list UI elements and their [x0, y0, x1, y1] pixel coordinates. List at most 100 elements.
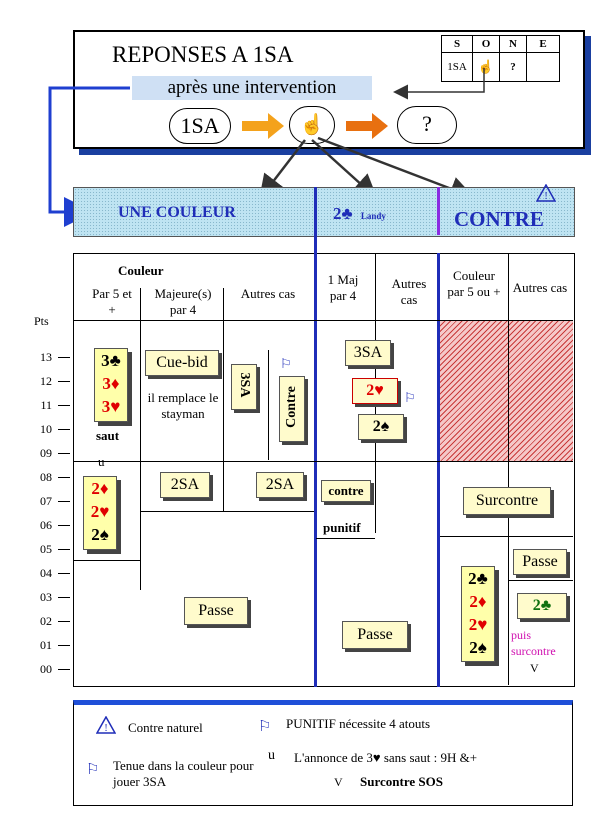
bid-3sa: 3SA — [345, 340, 391, 366]
axis-tick — [58, 501, 70, 502]
grid-line — [73, 461, 573, 462]
header-couleur5: Couleur par 5 ou + — [447, 268, 501, 299]
bid-3sa-vertical-text: 3SA — [237, 372, 252, 398]
legend-sos: Surcontre SOS — [360, 774, 443, 789]
tick-label: 07 — [40, 494, 52, 508]
connector-arrows — [48, 68, 485, 227]
bid-2c-stack: 2♣ — [468, 569, 488, 588]
bid-2s: 2♠ — [91, 525, 109, 544]
grid-line — [140, 511, 314, 512]
legend-tenue: Tenue dans la couleur pour jouer 3SA — [113, 758, 254, 789]
seq-intervention: ☝ — [289, 106, 335, 144]
grid-line — [268, 350, 269, 460]
bid-passe-mid: Passe — [342, 621, 408, 649]
divider-blue — [314, 187, 317, 687]
bid-2d-stack: 2♦ — [469, 592, 487, 611]
bid-2h: 2♥ — [90, 502, 110, 521]
header-autres2: Autres cas — [391, 276, 427, 307]
u-mark: u — [98, 454, 105, 469]
bid-2d: 2♦ — [91, 479, 109, 498]
axis-tick — [58, 669, 70, 670]
axis-tick — [58, 621, 70, 622]
header-1maj: 1 Maj par 4 — [327, 272, 359, 303]
category-une-couleur: UNE COULEUR — [118, 204, 236, 221]
sone-cell-s: 1SA — [441, 52, 473, 82]
bid-2sa-autres: 2SA — [256, 472, 304, 498]
cuebid-note: il remplace le stayman — [147, 390, 219, 421]
grid-line — [508, 253, 509, 685]
bid-passe-main: Passe — [184, 597, 248, 625]
bid-stack-right: 2♣ 2♦ 2♥ 2♠ — [461, 566, 495, 662]
seq-1sa: 1SA — [169, 108, 231, 144]
bid-2sa-majeure: 2SA — [160, 472, 210, 498]
bid-contre-vertical: Contre — [279, 376, 305, 442]
header-autres3: Autres cas — [512, 280, 568, 295]
hatched-region — [440, 321, 573, 461]
grid-line — [140, 288, 141, 590]
grid-line — [73, 560, 140, 561]
axis-tick — [58, 381, 70, 382]
axis-tick — [58, 477, 70, 478]
divider-blue — [437, 253, 440, 687]
flag-icon: ⚐ — [280, 356, 292, 371]
tick-label: 05 — [40, 542, 52, 556]
bid-stack-high: 3♣ 3♦ 3♥ — [94, 348, 128, 422]
arrow-right-icon — [346, 113, 388, 144]
tick-label: 01 — [40, 638, 52, 652]
bid-2c-green: 2♣ — [517, 593, 567, 619]
category-band — [73, 187, 575, 237]
axis-tick — [58, 357, 70, 358]
hand-icon: ☝ — [299, 114, 325, 136]
saut-label: saut — [96, 428, 120, 443]
grid-line — [223, 288, 224, 512]
grid-line — [508, 580, 573, 581]
category-landy: 2♣ Landy — [333, 204, 386, 224]
tick-label: 03 — [40, 590, 52, 604]
grid-line — [440, 536, 573, 537]
axis-tick — [58, 645, 70, 646]
divider-purple — [437, 187, 440, 235]
tick-label: 09 — [40, 446, 52, 460]
landy-label: Landy — [360, 211, 386, 221]
grid-line — [316, 538, 375, 539]
axis-tick — [58, 573, 70, 574]
axis-tick — [58, 405, 70, 406]
subtitle-band — [132, 76, 372, 100]
bid-passe-right: Passe — [513, 549, 567, 575]
landy-bid: 2♣ — [333, 204, 353, 223]
tick-label: 02 — [40, 614, 52, 628]
bid-3h: 3♥ — [101, 397, 121, 416]
legend-u-symbol: u — [268, 748, 275, 763]
bid-contre-vertical-text: Contre — [284, 386, 299, 428]
tick-label: 04 — [40, 566, 52, 580]
header-couleur-group: Couleur — [118, 263, 164, 278]
svg-text:!: ! — [544, 191, 547, 202]
legend-panel — [73, 700, 573, 806]
arrow-right-icon — [242, 113, 284, 144]
bid-surcontre: Surcontre — [463, 487, 551, 515]
seq-question: ? — [397, 106, 457, 144]
svg-text:!: ! — [104, 723, 107, 734]
header-autres1: Autres cas — [240, 286, 296, 301]
sone-cell-o: ☝ — [472, 52, 500, 82]
puis-surcontre-note: puis surcontre — [511, 628, 556, 658]
legend-punitif: PUNITIF nécessite 4 atouts — [286, 716, 431, 731]
warning-icon: ! — [95, 715, 117, 739]
flag-icon: ⚐ — [404, 390, 416, 405]
category-contre: CONTRE — [454, 207, 544, 231]
sone-cell-e — [526, 52, 560, 82]
bid-3sa-vertical: 3SA — [231, 364, 257, 410]
tick-label: 11 — [40, 398, 52, 412]
header-par5: Par 5 et + — [92, 286, 132, 317]
v-mark: V — [530, 661, 539, 675]
tick-label: 12 — [40, 374, 52, 388]
warning-icon: ! — [535, 183, 557, 207]
sone-table: S O N E 1SA ☝ ? — [441, 35, 560, 82]
grid-line — [73, 320, 573, 321]
bid-2s: 2♠ — [358, 414, 404, 440]
axis-label: Pts — [34, 314, 49, 328]
punitif-label: punitif — [323, 520, 361, 535]
axis-tick — [58, 549, 70, 550]
hand-icon: ☝ — [477, 59, 495, 74]
tick-label: 06 — [40, 518, 52, 532]
